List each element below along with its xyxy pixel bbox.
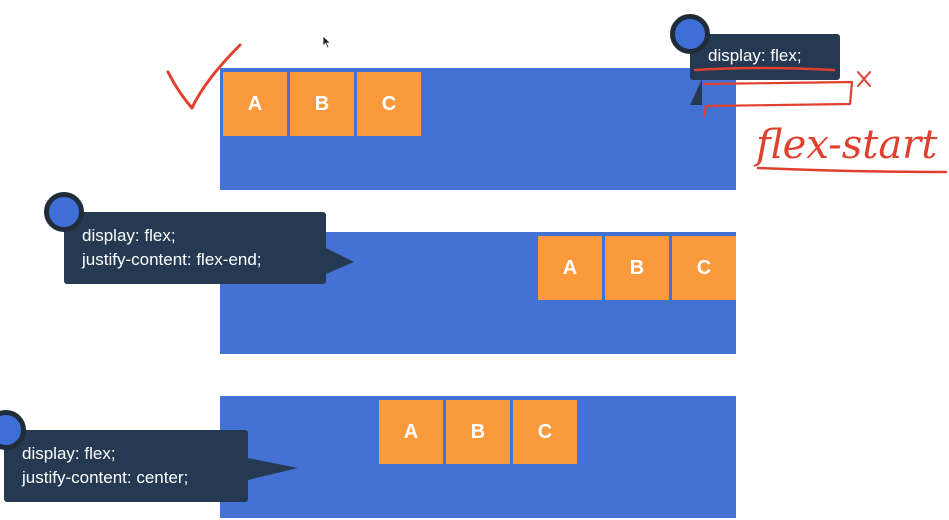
flex-container-flex-end: A B C (220, 232, 736, 354)
flex-container-flex-start: A B C (220, 68, 736, 190)
css-line-display: display: flex; (22, 444, 116, 463)
flex-item-b: B (446, 400, 510, 464)
flex-item-c: C (357, 72, 421, 136)
indicator-dot (670, 14, 710, 54)
tooltip-tail (326, 248, 354, 274)
tooltip-tail (690, 79, 702, 105)
mouse-pointer-icon (322, 35, 332, 49)
ink-underline (756, 166, 948, 174)
flex-container-center: A B C (220, 396, 736, 518)
flex-item-a: A (538, 236, 602, 300)
handwritten-flex-start: flex-start (753, 122, 938, 168)
flex-item-a: A (223, 72, 287, 136)
css-tooltip-1: display: flex; (690, 34, 840, 105)
css-tooltip-2: display: flex; justify-content: flex-end… (64, 212, 354, 284)
css-line-justify: justify-content: flex-end; (82, 250, 262, 269)
indicator-dot (44, 192, 84, 232)
flex-item-a: A (379, 400, 443, 464)
css-tooltip-3: display: flex; justify-content: center; (4, 430, 298, 502)
cross-mark-stroke-2 (857, 71, 871, 87)
tooltip-tail (248, 458, 298, 480)
flex-item-b: B (605, 236, 669, 300)
css-line-display: display: flex; (708, 46, 802, 65)
cross-mark-stroke-1 (857, 71, 871, 87)
flex-item-c: C (672, 236, 736, 300)
flex-item-b: B (290, 72, 354, 136)
css-line-justify: justify-content: center; (22, 468, 189, 487)
css-line-display: display: flex; (82, 226, 176, 245)
flex-item-c: C (513, 400, 577, 464)
